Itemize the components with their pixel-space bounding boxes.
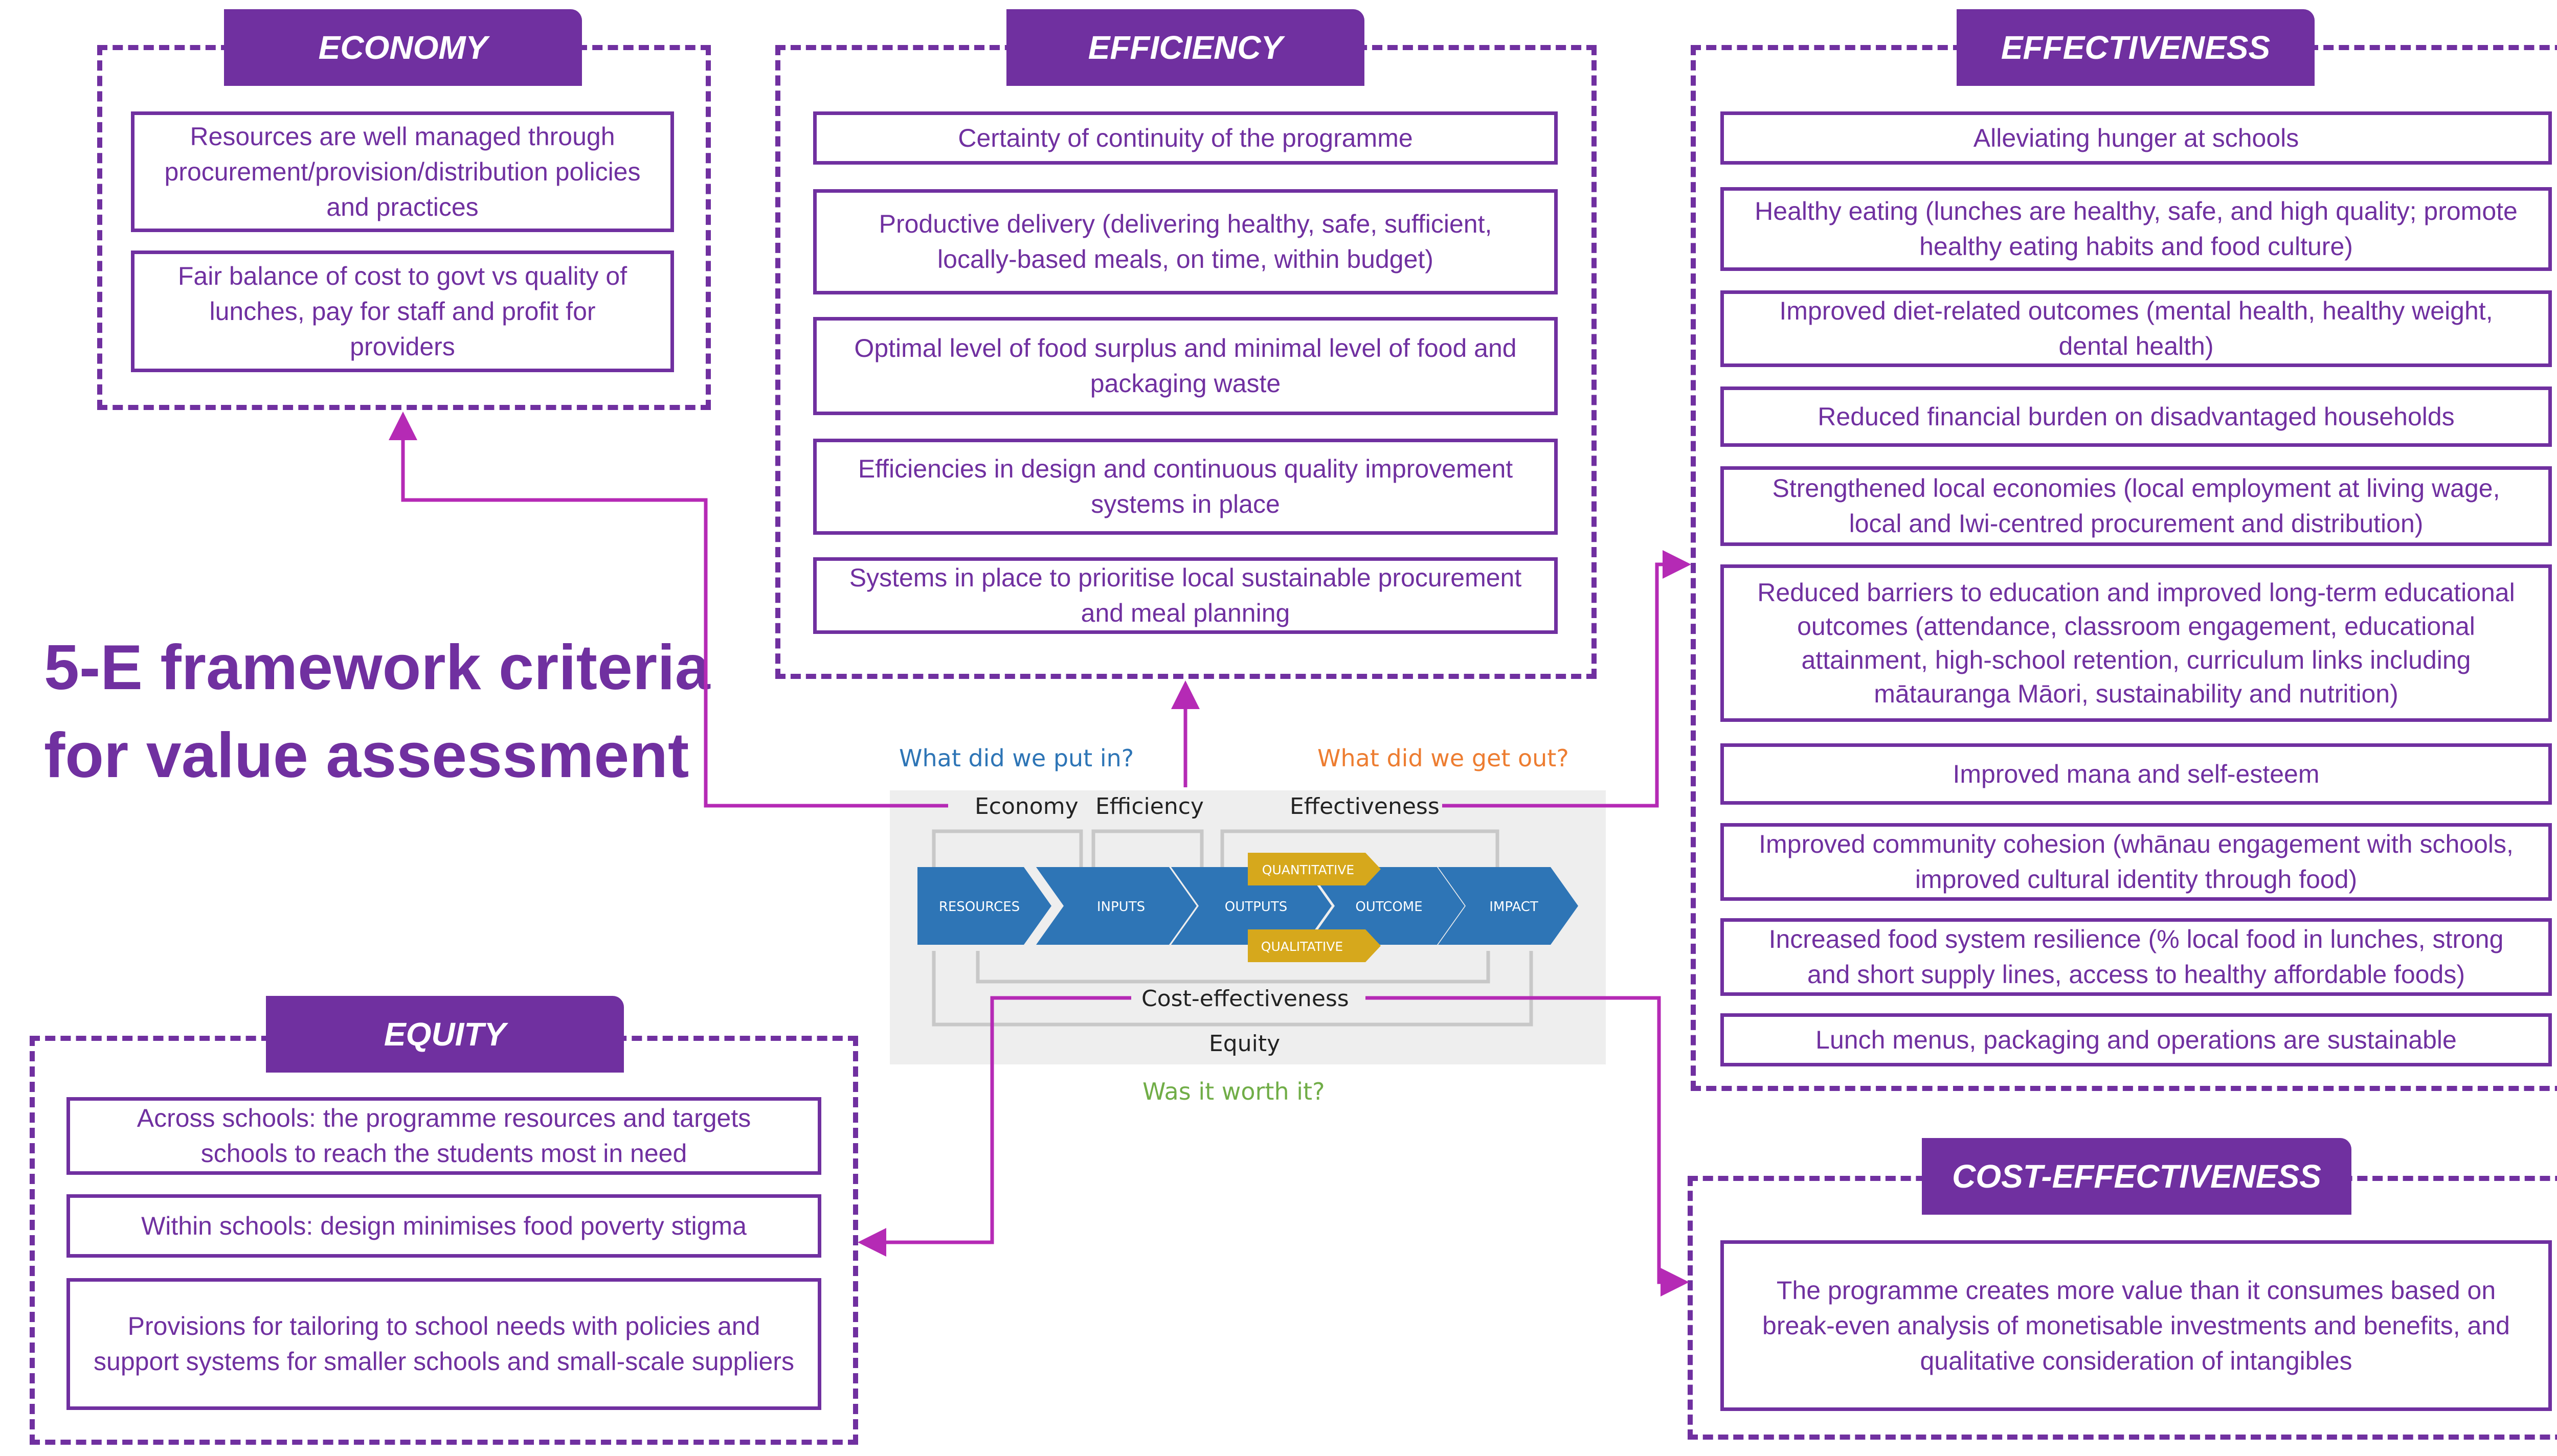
question-worth-it: Was it worth it? [1142,1078,1325,1105]
cost-effectiveness-item: The programme creates more value than it… [1720,1240,2552,1411]
equity-heading: EQUITY [266,996,624,1073]
question-put-in: What did we put in? [899,744,1134,772]
effectiveness-item: Lunch menus, packaging and operations ar… [1720,1013,2552,1066]
label-equity: Equity [1201,1031,1289,1057]
chain-label-outputs: OUTPUTS [1225,899,1287,915]
efficiency-item: Systems in place to prioritise local sus… [813,557,1558,634]
effectiveness-item: Improved diet-related outcomes (mental h… [1720,290,2552,367]
economy-heading: ECONOMY [224,9,582,86]
equity-item: Provisions for tailoring to school needs… [66,1278,821,1410]
effectiveness-item: Reduced barriers to education and improv… [1720,564,2552,722]
effectiveness-item: Improved mana and self-esteem [1720,743,2552,805]
efficiency-item: Certainty of continuity of the programme [813,111,1558,165]
effectiveness-item: Reduced financial burden on disadvantage… [1720,386,2552,447]
efficiency-item: Efficiencies in design and continuous qu… [813,439,1558,535]
chain-label-inputs: INPUTS [1097,899,1145,915]
connector-economy [389,412,948,808]
question-get-out: What did we get out? [1317,744,1569,772]
chevron-resources [917,867,1051,945]
label-efficiency: Efficiency [1095,793,1204,820]
chevron-impact [1438,867,1578,945]
chevron-outputs [1171,867,1332,945]
tag-qualitative: QUALITATIVE [1261,939,1343,954]
bracket-economy [932,829,1083,869]
effectiveness-item: Alleviating hunger at schools [1720,111,2552,165]
page-title: 5-E framework criteria for value assessm… [44,632,710,791]
economy-item: Resources are well managed through procu… [131,111,674,232]
bracket-efficiency [1091,829,1204,869]
efficiency-item: Optimal level of food surplus and minima… [813,317,1558,415]
label-effectiveness: Effectiveness [1290,793,1440,820]
chevron-outcome [1307,867,1465,945]
effectiveness-heading: EFFECTIVENESS [1957,9,2315,86]
efficiency-heading: EFFICIENCY [1006,9,1364,86]
tag-qualitative-shape [1248,929,1381,962]
connector-equity [858,996,1131,1257]
effectiveness-item: Improved community cohesion (whānau enga… [1720,823,2552,901]
bracket-cost-effectiveness [976,951,1490,984]
label-cost-effectiveness: Cost-effectiveness [1133,986,1357,1012]
cost-effectiveness-heading: COST-EFFECTIVENESS [1922,1138,2351,1215]
economy-item: Fair balance of cost to govt vs quality … [131,251,674,372]
bracket-effectiveness [1220,829,1499,869]
connector-effectiveness [1442,550,1691,808]
equity-item: Across schools: the programme resources … [66,1097,821,1175]
effectiveness-item: Increased food system resilience (% loca… [1720,918,2552,996]
chain-label-outcome: OUTCOME [1355,899,1422,915]
efficiency-item: Productive delivery (delivering healthy,… [813,189,1558,294]
bracket-equity [932,951,1533,1027]
effectiveness-item: Healthy eating (lunches are healthy, saf… [1720,187,2552,271]
connector-cost-effectiveness [1365,996,1689,1296]
chevron-inputs [1036,867,1197,945]
label-economy: Economy [975,793,1079,820]
effectiveness-item: Strengthened local economies (local empl… [1720,466,2552,546]
chain-label-impact: IMPACT [1489,899,1538,915]
tag-quantitative: QUANTITATIVE [1262,862,1354,877]
tag-quantitative-shape [1248,853,1381,885]
equity-item: Within schools: design minimises food po… [66,1194,821,1258]
chain-label-resources: RESOURCES [939,899,1020,915]
